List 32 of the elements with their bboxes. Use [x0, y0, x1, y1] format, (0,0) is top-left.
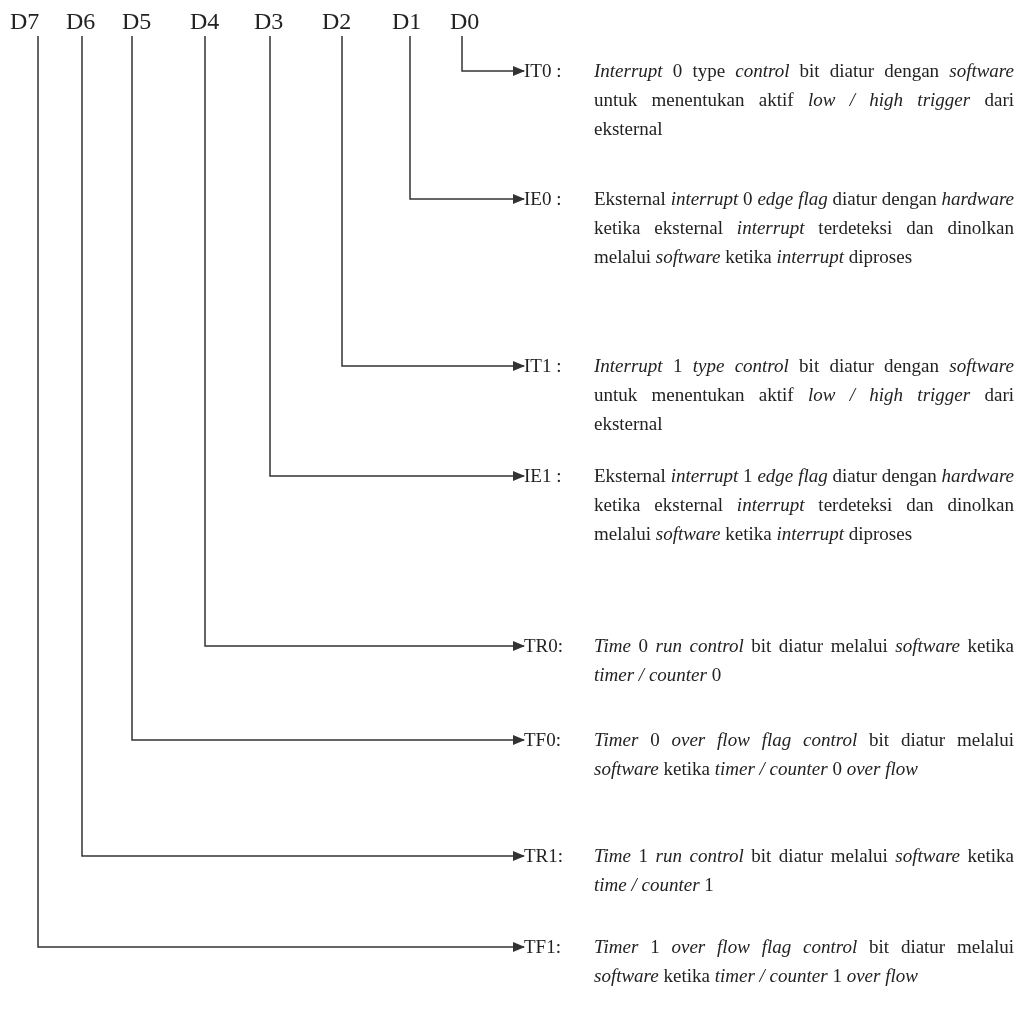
connector-arrow [341, 35, 525, 371]
bit-name: IT0 : [524, 59, 563, 83]
connector-arrow [37, 35, 525, 952]
bit-description: Timer 0 over flow flag control bit diatur melalui software ketika timer / counter 0 over flow [594, 728, 1014, 781]
bit-label: D0 [450, 6, 480, 36]
bit-description: Eksternal interrupt 0 edge flag diatur dengan hardware ketika eksternal interrupt terdeteksi dan dinolkan melalui software ketika interrupt diproses [594, 187, 1014, 269]
connector-arrow [81, 35, 525, 861]
bit-description: Time 0 run control bit diatur melalui software ketika timer / counter 0 [594, 634, 1014, 687]
bit-description: Timer 1 over flow flag control bit diatur melalui software ketika timer / counter 1 over flow [594, 935, 1014, 988]
bit-name: TF0: [524, 728, 562, 752]
connector-arrow [269, 35, 525, 481]
bit-description: Interrupt 1 type control bit diatur dengan software untuk menentukan aktif low / high trigger dari eksternal [594, 354, 1014, 436]
connector-arrow [131, 35, 525, 745]
connector-arrow [409, 35, 525, 204]
bit-label: D5 [122, 6, 152, 36]
bit-description: Eksternal interrupt 1 edge flag diatur dengan hardware ketika eksternal interrupt terdeteksi dan dinolkan melalui software ketika interrupt diproses [594, 464, 1014, 546]
connector-arrow [461, 35, 525, 76]
bit-label: D3 [254, 6, 284, 36]
bit-name: IE1 : [524, 464, 563, 488]
bit-name: IT1 : [524, 354, 563, 378]
bit-label: D6 [66, 6, 96, 36]
connector-arrow [204, 35, 525, 651]
bit-name: TR0: [524, 634, 565, 658]
bit-label: D2 [322, 6, 352, 36]
bit-name: TR1: [524, 844, 565, 868]
bit-label: D4 [190, 6, 220, 36]
bit-description: Time 1 run control bit diatur melalui software ketika time / counter 1 [594, 844, 1014, 897]
bit-name: TF1: [524, 935, 562, 959]
bit-label: D7 [10, 6, 40, 36]
bit-description: Interrupt 0 type control bit diatur dengan software untuk menentukan aktif low / high trigger dari eksternal [594, 59, 1014, 141]
bit-label: D1 [392, 6, 422, 36]
bit-name: IE0 : [524, 187, 563, 211]
